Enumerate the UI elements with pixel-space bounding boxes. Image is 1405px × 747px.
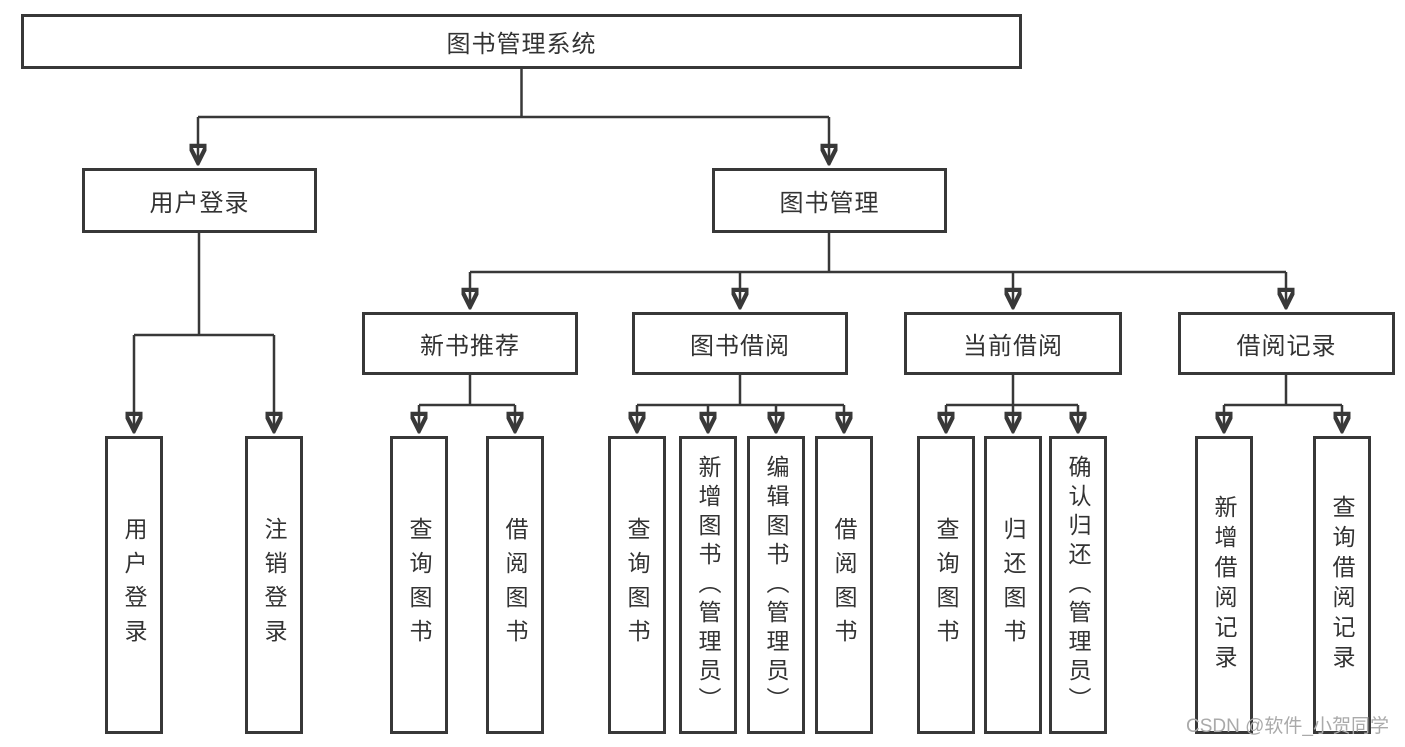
leaf-logout: 注销登录 (245, 436, 303, 734)
leaf-newrec-borrow-books-label: 借阅图书 (502, 517, 528, 653)
leaf-borrow-add-books-admin: 新增图书（管理员） (679, 436, 737, 734)
node-user-login-label: 用户登录 (149, 190, 250, 217)
node-book-management-label: 图书管理 (779, 190, 880, 217)
leaf-borrow-query-books: 查询图书 (608, 436, 666, 734)
leaf-current-confirm-return-admin-label: 确认归还（管理员） (1065, 454, 1091, 716)
csdn-watermark: CSDN @软件_小贺同学 (1186, 716, 1389, 737)
leaf-current-return-books: 归还图书 (984, 436, 1042, 734)
leaf-current-return-books-label: 归还图书 (1000, 517, 1026, 653)
node-borrow-records: 借阅记录 (1178, 312, 1395, 375)
leaf-current-confirm-return-admin: 确认归还（管理员） (1049, 436, 1107, 734)
node-book-borrow-label: 图书借阅 (690, 333, 790, 360)
node-root: 图书管理系统 (21, 14, 1022, 69)
leaf-logout-label: 注销登录 (261, 517, 287, 653)
node-book-borrow: 图书借阅 (632, 312, 848, 375)
node-new-book-recommend: 新书推荐 (362, 312, 578, 375)
leaf-borrow-query-books-label: 查询图书 (624, 517, 650, 653)
leaf-borrow-borrow-books: 借阅图书 (815, 436, 873, 734)
leaf-borrow-edit-books-admin: 编辑图书（管理员） (747, 436, 805, 734)
leaf-current-query-books: 查询图书 (917, 436, 975, 734)
node-current-borrow-label: 当前借阅 (963, 333, 1063, 360)
leaf-records-add-record: 新增借阅记录 (1195, 436, 1253, 734)
leaf-current-query-books-label: 查询图书 (933, 517, 959, 653)
leaf-borrow-add-books-admin-label: 新增图书（管理员） (695, 454, 721, 716)
leaf-newrec-borrow-books: 借阅图书 (486, 436, 544, 734)
leaf-user-login: 用户登录 (105, 436, 163, 734)
leaf-newrec-query-books: 查询图书 (390, 436, 448, 734)
leaf-borrow-edit-books-admin-label: 编辑图书（管理员） (763, 454, 789, 716)
node-new-book-recommend-label: 新书推荐 (420, 333, 520, 360)
node-user-login: 用户登录 (82, 168, 317, 233)
leaf-records-query-record-label: 查询借阅记录 (1329, 495, 1355, 675)
leaf-newrec-query-books-label: 查询图书 (406, 517, 432, 653)
node-current-borrow: 当前借阅 (904, 312, 1122, 375)
node-borrow-records-label: 借阅记录 (1236, 333, 1337, 360)
leaf-user-login-label: 用户登录 (121, 517, 147, 653)
leaf-records-add-record-label: 新增借阅记录 (1211, 495, 1237, 675)
node-book-management: 图书管理 (712, 168, 947, 233)
leaf-records-query-record: 查询借阅记录 (1313, 436, 1371, 734)
leaf-borrow-borrow-books-label: 借阅图书 (831, 517, 857, 653)
node-root-label: 图书管理系统 (446, 31, 597, 58)
